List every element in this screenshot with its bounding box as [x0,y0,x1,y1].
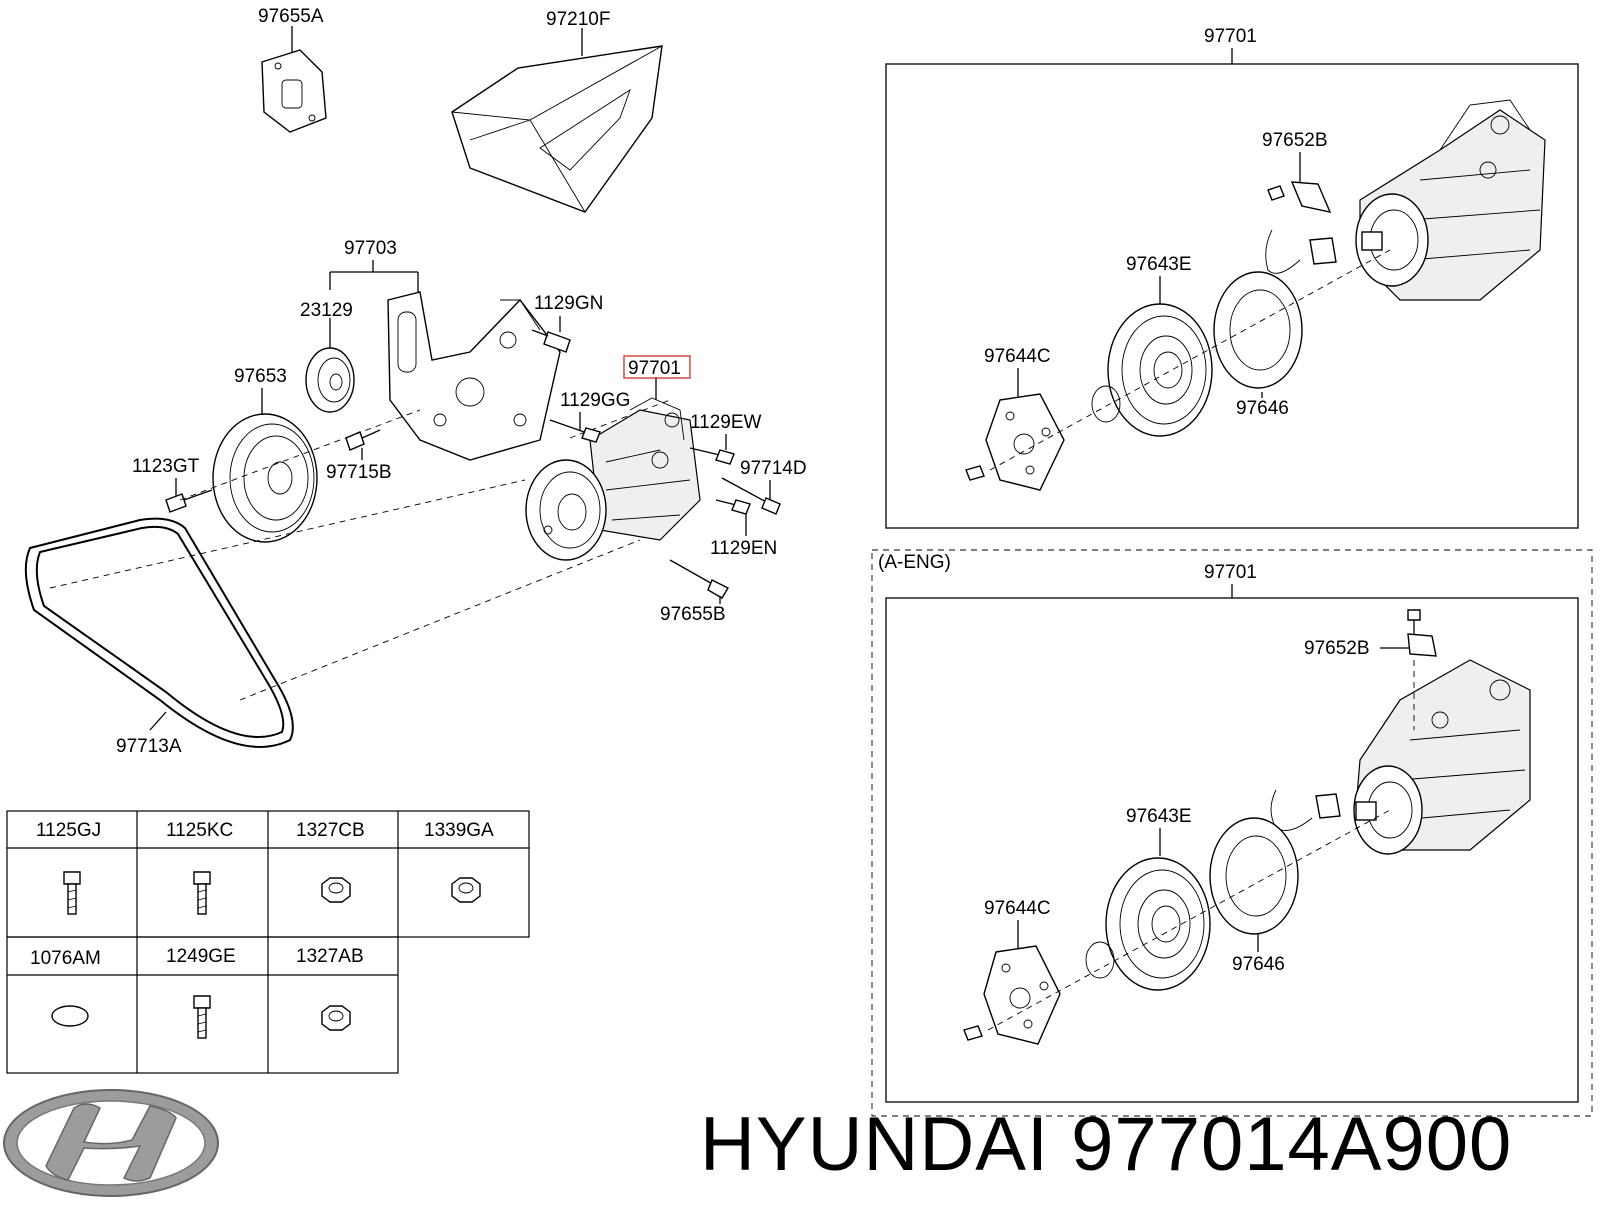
top-bracket-97652B [1267,181,1332,213]
table-cell-1076AM: 1076AM [30,948,101,969]
part-97701-compressor [525,397,701,561]
bolt-97655B-icon [669,559,729,599]
table-cell-1249GE: 1249GE [166,946,236,967]
top-coil-97646 [1213,271,1303,389]
highlight-box-97701 [623,355,691,379]
brand-part-number: HYUNDAI 977014A900 [700,1102,1513,1187]
label-23129: 23129 [300,300,353,321]
bottom-compressor-body [1353,659,1531,855]
part-97713A-belt [24,517,294,748]
bolt-97715B-icon [345,429,381,451]
fastener-table [6,810,530,1074]
label-97655A: 97655A [258,6,324,27]
bottom-snapring [1085,941,1115,979]
top-connector-wire [1265,229,1337,274]
bolt-1129GN-icon [531,329,571,353]
label-97713A: 97713A [116,736,182,757]
bolt-1123GT-icon [165,489,213,513]
label-1129EW: 1129EW [690,412,762,433]
part-97653-pulley [212,413,318,543]
bolt-1129GG-icon [549,419,601,443]
label-variant: (A-ENG) [878,552,951,573]
bolt-icon-1249GE [193,995,211,1039]
table-cell-1125KC: 1125KC [166,820,233,841]
top-snapring [1091,385,1121,423]
table-cell-1327CB: 1327CB [296,820,365,841]
part-97655A-gasket [261,49,327,133]
label-97714D: 97714D [740,458,807,479]
label-97646-bottom: 97646 [1232,954,1285,975]
label-1129EN: 1129EN [710,538,777,559]
part-97703-bracket [387,291,561,461]
part-23129-idler [305,347,355,413]
bolt-1129EW-icon [689,447,735,465]
label-97644C-bottom: 97644C [984,898,1051,919]
top-hub-97644C [965,393,1065,491]
label-97701-bottom: 97701 [1204,562,1257,583]
top-compressor-body [1355,99,1546,301]
bottom-hub-97644C [963,945,1061,1045]
label-97644C-top: 97644C [984,346,1051,367]
label-97715B: 97715B [326,462,392,483]
label-97703: 97703 [344,238,397,259]
label-97653: 97653 [234,366,287,387]
bottom-pulley-97643E [1105,857,1211,991]
label-97655B: 97655B [660,604,726,625]
label-97210F: 97210F [546,9,610,30]
bottom-connector-wire [1270,789,1341,831]
part-97210F-cover [451,45,663,213]
variant-box [871,549,1593,1117]
nut-icon-1339GA [451,877,481,903]
label-97701-main: 97701 [628,358,681,379]
bottom-coil-97646 [1209,817,1299,935]
label-97643E-bottom: 97643E [1126,806,1192,827]
label-97646-top: 97646 [1236,398,1289,419]
label-1129GG: 1129GG [560,390,630,411]
label-97701-top: 97701 [1204,26,1257,47]
nut-icon-1327CB [321,877,351,903]
bottom-bracket-97652B [1407,609,1437,730]
table-cell-1125GJ: 1125GJ [36,820,101,841]
label-97652B-bottom: 97652B [1304,638,1370,659]
table-cell-1339GA: 1339GA [424,820,494,841]
bolt-1129EN-icon [715,499,751,515]
bolt-icon-1125GJ [63,871,81,915]
top-pulley-97643E [1107,303,1213,437]
bolt-97714D-icon [721,477,781,515]
hyundai-logo [3,1089,219,1197]
label-97643E-top: 97643E [1126,254,1192,275]
table-cell-1327AB: 1327AB [296,946,364,967]
bolt-icon-1125KC [193,871,211,915]
label-1129GN: 1129GN [534,293,603,314]
label-1123GT: 1123GT [132,456,200,477]
plug-icon-1076AM [51,1005,89,1027]
label-97652B-top: 97652B [1262,130,1328,151]
nut-icon-1327AB [321,1005,351,1031]
